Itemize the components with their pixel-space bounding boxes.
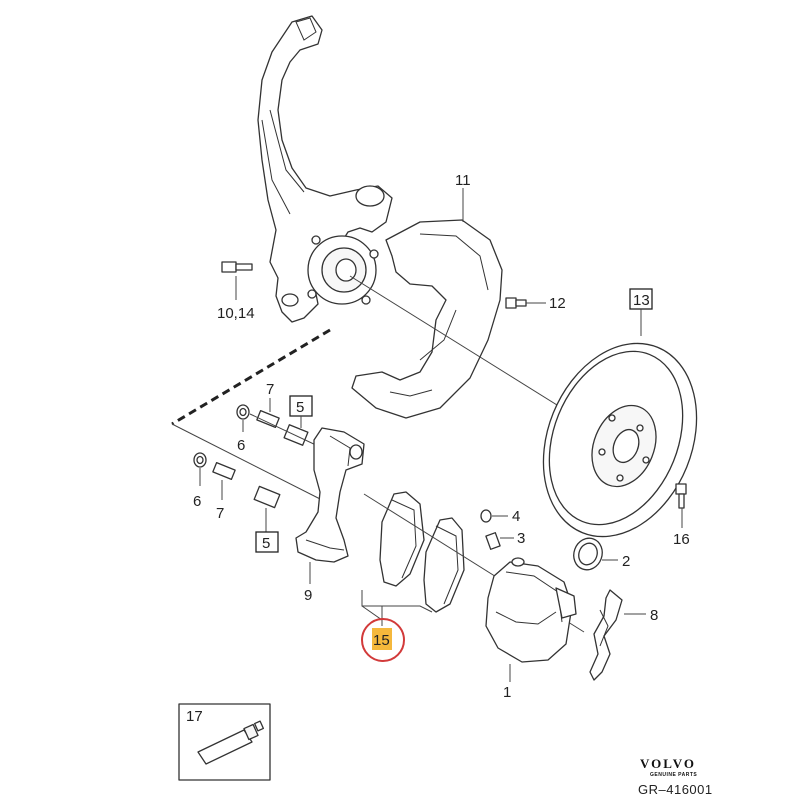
diagram-reference: GR–416001: [638, 782, 713, 797]
callout-17: 17: [186, 708, 203, 725]
bleed-cap-4-icon: [480, 509, 492, 523]
brand-name: VOLVO: [640, 756, 696, 771]
callout-5-lower-box: [255, 531, 279, 553]
callout-6-lower: 6: [193, 493, 201, 510]
grease-tube-17-inset: [178, 703, 271, 781]
callout-13: 13: [633, 292, 650, 309]
callout-7-lower: 7: [216, 505, 224, 522]
callout-10-14: 10,14: [217, 305, 255, 322]
brake-pad-inner: [379, 491, 425, 587]
steering-knuckle: [257, 15, 393, 323]
bushing-5-lower-icon: [253, 485, 281, 509]
splash-shield: [351, 219, 503, 419]
bushing-5-upper-icon: [283, 424, 309, 446]
callout-7-upper: 7: [266, 381, 274, 398]
brand-tagline: GENUINE PARTS: [650, 772, 697, 778]
highlight-ring-15: [361, 618, 405, 662]
guide-pin-7-lower-icon: [212, 461, 236, 481]
callout-5-upper: 5: [296, 399, 304, 416]
callout-2: 2: [622, 553, 630, 570]
callout-15: 15: [373, 632, 390, 649]
brake-pad-outer: [423, 517, 465, 613]
screw-16-icon: [675, 483, 687, 509]
callout-3: 3: [517, 530, 525, 547]
bolt-10-14-icon: [221, 261, 253, 273]
dust-seal-2: [573, 537, 603, 571]
callout-12: 12: [549, 295, 566, 312]
retaining-spring-8: [589, 589, 623, 681]
callout-8: 8: [650, 607, 658, 624]
brake-caliper: [485, 557, 577, 663]
callout-16: 16: [673, 531, 690, 548]
screw-12-icon: [505, 297, 527, 309]
caliper-carrier: [295, 427, 365, 563]
callout-9: 9: [304, 587, 312, 604]
highlight-fill-15: [372, 628, 392, 650]
nut-6-lower-icon: [193, 452, 207, 468]
callout-11: 11: [455, 172, 471, 189]
callout-6-upper: 6: [237, 437, 245, 454]
nut-6-upper-icon: [236, 404, 250, 420]
callout-4: 4: [512, 508, 520, 525]
guide-pin-7-upper-icon: [256, 409, 280, 429]
callout-1: 1: [503, 684, 511, 701]
volvo-logo: VOLVO GENUINE PARTS: [640, 756, 697, 778]
brake-disc: [542, 342, 698, 538]
bleed-screw-3-icon: [485, 532, 501, 550]
assembly-dashed-line: [171, 328, 331, 426]
callout-5-lower: 5: [262, 535, 270, 552]
